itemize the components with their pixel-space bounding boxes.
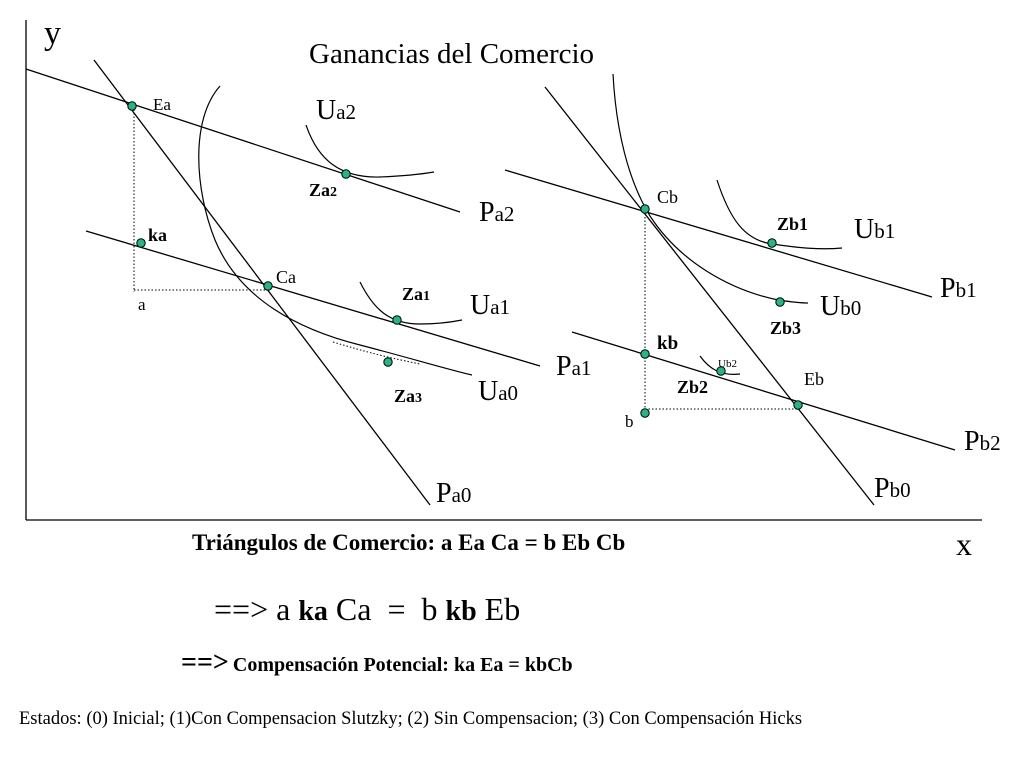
label-zb3: Zb3: [770, 318, 801, 338]
label-ub0: Ub0: [820, 291, 861, 322]
point-b: [640, 408, 650, 418]
label-kb: kb: [657, 333, 678, 354]
price-line-pb2: [571, 331, 956, 451]
point-zb1: [767, 238, 777, 248]
indifference-curve-ua2: [305, 124, 435, 178]
eq1-eb: Eb: [484, 591, 521, 627]
eq1-b: b: [421, 591, 438, 627]
point-za3: [383, 357, 393, 367]
label-pa0: Pa0: [436, 478, 471, 509]
label-eb: Eb: [804, 369, 824, 389]
indifference-curve-za3-dotted: [332, 341, 421, 365]
indifference-curve-ua0: [198, 85, 473, 376]
point-za2: [341, 169, 351, 179]
eq1-arrow: ==>: [214, 591, 269, 627]
point-kb: [640, 349, 650, 359]
label-ua2: Ua2: [316, 95, 356, 126]
label-a: a: [138, 295, 146, 314]
point-za1: [392, 315, 402, 325]
eq1-a: a: [276, 591, 291, 627]
label-ub1: Ub1: [854, 214, 895, 245]
x-axis-label: x: [956, 526, 972, 562]
point-zb3: [775, 297, 785, 307]
label-ca: Ca: [276, 267, 296, 287]
equation-line-1: ==> a ka Ca = b kb Eb: [214, 591, 520, 628]
point-eb: [793, 400, 803, 410]
equation-line-2: ==> Compensación Potencial: ka Ea = kbCb: [181, 647, 573, 679]
label-ua0: Ua0: [478, 376, 518, 407]
price-line-pb1: [504, 169, 933, 298]
point-ka: [136, 238, 146, 248]
eq2-arrow: ==>: [181, 647, 229, 678]
price-line-pa0: [93, 59, 431, 506]
point-ub2: [716, 366, 726, 376]
label-pb0: Pb0: [874, 473, 911, 504]
label-b: b: [625, 412, 634, 431]
label-za3: Za3: [394, 386, 422, 406]
eq1-kb: kb: [445, 596, 477, 627]
eq1-equals: =: [387, 591, 406, 627]
label-zb2: Zb2: [677, 377, 708, 397]
price-line-pb0: [544, 86, 875, 506]
label-cb: Cb: [657, 187, 678, 207]
label-pa2: Pa2: [479, 197, 514, 228]
point-ea: [127, 101, 137, 111]
y-axis-label: y: [44, 15, 61, 52]
price-line-pa1: [85, 230, 541, 367]
eq2-text: Compensación Potencial: ka Ea = kbCb: [232, 654, 573, 676]
states-caption: Estados: (0) Inicial; (1)Con Compensacio…: [19, 709, 803, 729]
label-za2: Za2: [309, 180, 337, 200]
indifference-curve-ua1: [359, 281, 463, 325]
triangles-caption: Triángulos de Comercio: a Ea Ca = b Eb C…: [192, 530, 626, 555]
label-pa1: Pa1: [556, 351, 591, 382]
point-ca: [263, 281, 273, 291]
diagram-title: Ganancias del Comercio: [309, 38, 594, 70]
label-za1: Za1: [402, 284, 430, 304]
label-ua1: Ua1: [470, 290, 510, 321]
label-ea: Ea: [153, 95, 171, 114]
price-line-pa2: [25, 68, 461, 213]
eq1-ca: Ca: [335, 591, 372, 627]
label-ka: ka: [148, 225, 167, 245]
indifference-curve-ub0: [612, 73, 809, 304]
eq1-ka: ka: [298, 596, 328, 627]
label-pb1: Pb1: [940, 273, 977, 304]
label-pb2: Pb2: [964, 426, 1001, 457]
label-zb1: Zb1: [777, 214, 808, 234]
point-cb: [640, 204, 650, 214]
